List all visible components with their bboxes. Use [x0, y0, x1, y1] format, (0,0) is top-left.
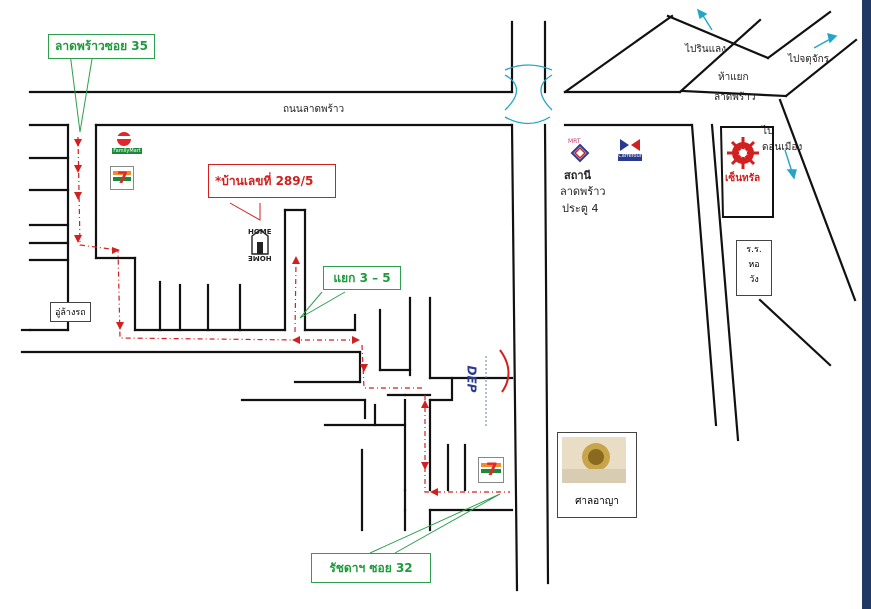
seven-eleven-logo-1: 7: [110, 166, 134, 190]
to-chatuchak-label: ไปจตุจักร: [788, 54, 830, 65]
seven-eleven-icon: [113, 171, 131, 181]
central-building: เซ็นทรัล: [717, 125, 775, 220]
soi35-callout: ลาดพร้าวซอย 35: [48, 34, 155, 59]
to-donmueang-label-2: ดอนเมือง: [762, 142, 803, 153]
familymart-icon: [112, 132, 142, 154]
road-label: ถนนลาดพร้าว: [283, 104, 345, 115]
seven-eleven-icon: [481, 463, 501, 473]
to-rinlaeng-label: ไปรินแลง: [685, 44, 727, 55]
school-label-2: หอ: [748, 260, 760, 270]
station-label-1: สถานี: [564, 169, 592, 182]
central-icon: [719, 126, 774, 218]
court-box: ศาลอาญา: [557, 432, 637, 518]
seven-eleven-logo-2: 7: [478, 457, 504, 483]
car-wash-box: อู่ล้างรถ: [50, 302, 91, 322]
mrt-logo: MRT: [560, 135, 600, 165]
school-label-3: วัง: [749, 275, 759, 285]
court-label: ศาลอาญา: [575, 496, 619, 507]
school-label-1: ร.ร.: [746, 245, 762, 255]
carrefour-icon: [618, 139, 642, 161]
house-icon: [251, 229, 269, 255]
dep-swoosh-icon: [485, 349, 510, 428]
to-donmueang-label-1: ไป: [762, 126, 774, 137]
junction-callout: แยก 3 – 5: [323, 266, 401, 290]
familymart-logo: FamilyMart: [110, 130, 144, 158]
intersection-label-1: ห้าแยก: [718, 72, 749, 83]
carrefour-logo: Carrefour: [616, 135, 644, 163]
school-box: ร.ร. หอ วัง: [736, 240, 772, 296]
intersection-label-2: ลาดพร้าว: [714, 92, 756, 103]
house-number-callout: *บ้านเลขที่ 289/5: [208, 164, 336, 198]
mrt-icon: MRT: [568, 138, 590, 163]
soi32-callout: รัชดาฯ ซอย 32: [311, 553, 431, 583]
court-emblem-icon: [562, 437, 626, 483]
dep-logo: DEP: [464, 342, 518, 432]
station-label-3: ประตู 4: [562, 202, 599, 215]
svg-text:MRT: MRT: [568, 138, 581, 145]
window-edge: [862, 0, 871, 609]
station-label-2: ลาดพร้าว: [560, 185, 606, 198]
home-logo: HOME HOME: [238, 228, 282, 262]
